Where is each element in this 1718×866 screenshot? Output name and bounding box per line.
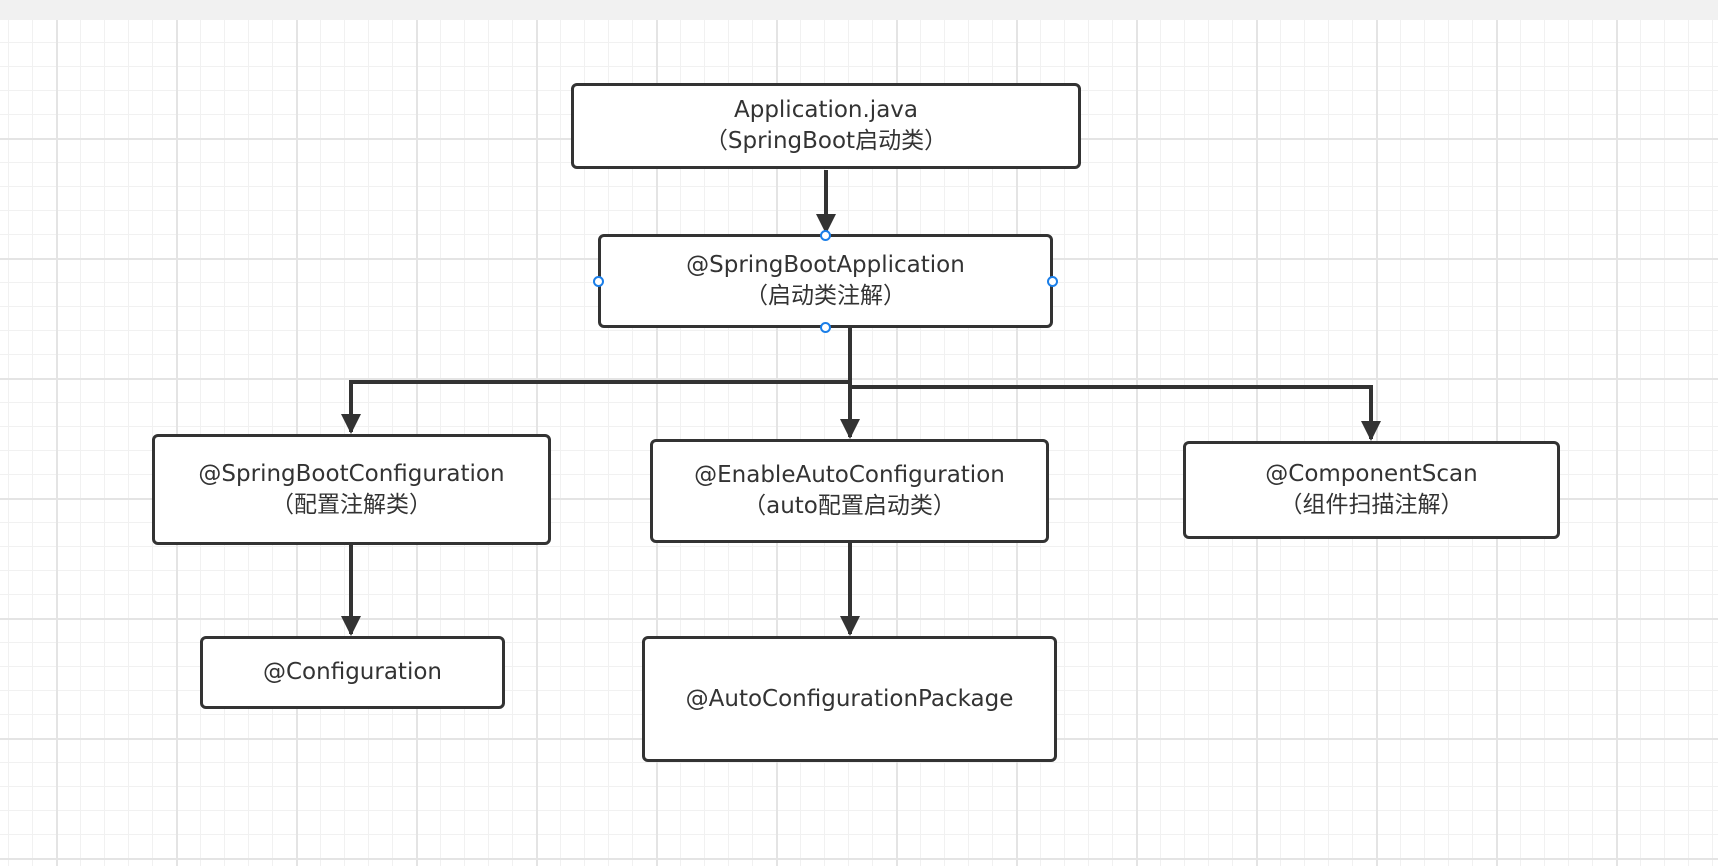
node-springbootconfiguration-subtitle: （配置注解类）: [271, 491, 432, 518]
connection-handle-right[interactable]: [1047, 276, 1058, 287]
node-springbootapplication-title: @SpringBootApplication: [686, 252, 965, 278]
node-enableautoconfiguration-title: @EnableAutoConfiguration: [694, 462, 1005, 488]
node-application-title: Application.java: [733, 97, 918, 123]
node-componentscan-title: @ComponentScan: [1265, 461, 1478, 487]
connection-handle-bottom[interactable]: [820, 322, 831, 333]
node-application[interactable]: Application.java （SpringBoot启动类）: [571, 83, 1081, 169]
node-componentscan-subtitle: （组件扫描注解）: [1279, 492, 1464, 518]
node-configuration[interactable]: @Configuration: [200, 636, 505, 709]
connection-handle-top[interactable]: [820, 230, 831, 241]
node-enableautoconfiguration[interactable]: @EnableAutoConfiguration （auto配置启动类）: [650, 439, 1049, 543]
node-springbootapplication[interactable]: @SpringBootApplication （启动类注解）: [598, 234, 1053, 328]
node-springbootconfiguration[interactable]: @SpringBootConfiguration （配置注解类）: [152, 434, 551, 545]
node-autoconfigurationpackage[interactable]: @AutoConfigurationPackage: [642, 636, 1057, 762]
node-autoconfigurationpackage-title: @AutoConfigurationPackage: [685, 685, 1014, 712]
node-enableautoconfiguration-subtitle: （auto配置启动类）: [743, 493, 956, 519]
top-toolbar: [0, 0, 1718, 21]
node-springbootconfiguration-title: @SpringBootConfiguration: [198, 460, 505, 487]
node-componentscan[interactable]: @ComponentScan （组件扫描注解）: [1183, 441, 1560, 539]
connection-handle-left[interactable]: [593, 276, 604, 287]
node-application-subtitle: （SpringBoot启动类）: [704, 128, 948, 154]
node-configuration-title: @Configuration: [263, 659, 442, 685]
node-springbootapplication-subtitle: （启动类注解）: [745, 283, 906, 309]
